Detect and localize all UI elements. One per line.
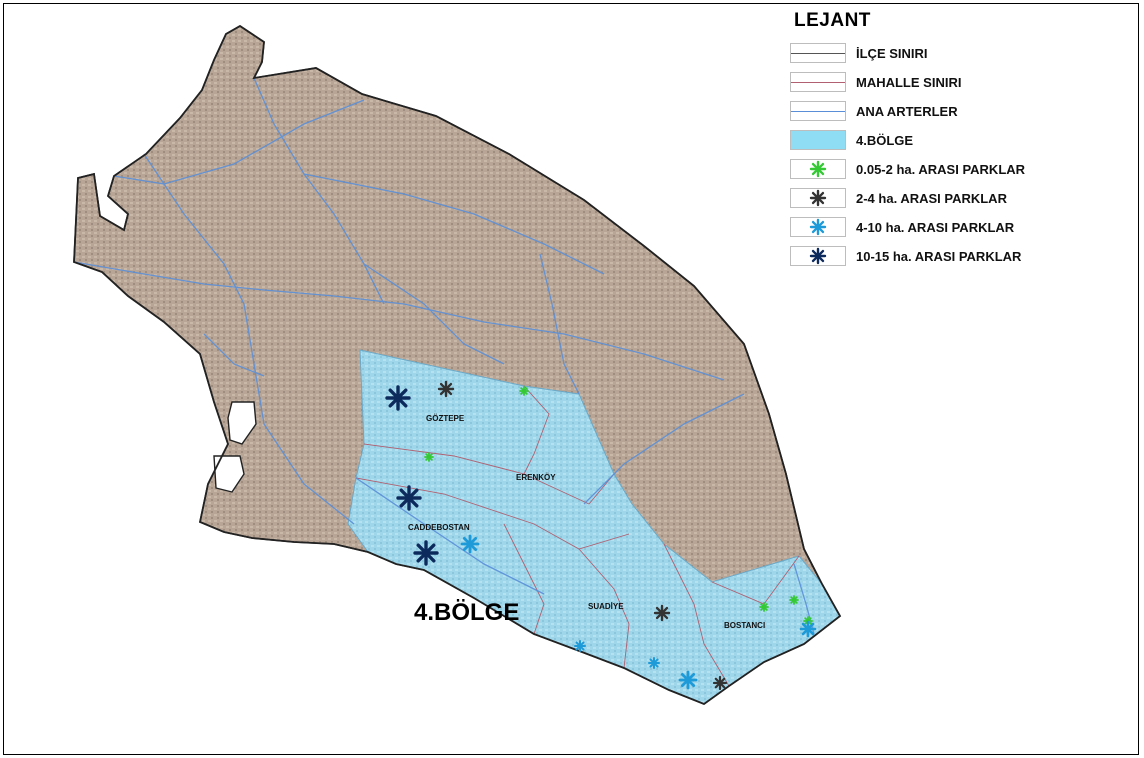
- legend-fill-swatch: [790, 130, 846, 150]
- legend-item: İLÇE SINIRI: [790, 40, 1120, 66]
- park-marker: [678, 670, 698, 690]
- district-map: [73, 24, 842, 706]
- park-marker: [437, 380, 455, 398]
- neighborhood-label-erenkoy: ERENKÖY: [516, 473, 556, 482]
- neighborhood-label-caddebostan: CADDEBOSTAN: [408, 523, 470, 532]
- park-marker: [653, 604, 671, 622]
- park-marker: [413, 540, 439, 566]
- asterisk-icon: [790, 217, 846, 237]
- legend-title: LEJANT: [794, 10, 871, 31]
- legend-line-swatch: [790, 72, 846, 92]
- park-marker: [789, 595, 799, 605]
- map-frame: GÖZTEPE ERENKÖY CADDEBOSTAN SUADİYE BOST…: [3, 3, 1139, 755]
- legend-item: 4-10 ha. ARASI PARKLAR: [790, 214, 1120, 240]
- park-marker: [385, 385, 411, 411]
- park-marker: [460, 534, 480, 554]
- legend-item: ANA ARTERLER: [790, 98, 1120, 124]
- legend-label: 4.BÖLGE: [856, 132, 914, 148]
- park-marker: [799, 620, 817, 638]
- district-border: [73, 24, 842, 706]
- legend-label: 0.05-2 ha. ARASI PARKLAR: [856, 161, 1026, 177]
- legend-label: 2-4 ha. ARASI PARKLAR: [856, 190, 1007, 206]
- legend-rows: İLÇE SINIRI MAHALLE SINIRI ANA ARTERLER 4.B…: [790, 40, 1120, 269]
- legend-label: 4-10 ha. ARASI PARKLAR: [856, 219, 1015, 235]
- park-marker: [574, 640, 586, 652]
- legend: LEJANT İLÇE SINIRI MAHALLE SINIRI ANA ARTE…: [790, 10, 1120, 272]
- legend-label: İLÇE SINIRI: [856, 45, 928, 61]
- legend-item: 2-4 ha. ARASI PARKLAR: [790, 185, 1120, 211]
- legend-item: 0.05-2 ha. ARASI PARKLAR: [790, 156, 1120, 182]
- main-arteries: [73, 77, 815, 635]
- legend-line-swatch: [790, 101, 846, 121]
- asterisk-icon: [790, 188, 846, 208]
- asterisk-icon: [790, 246, 846, 266]
- neighborhood-label-bostanci: BOSTANCI: [724, 621, 766, 630]
- legend-line-swatch: [790, 43, 846, 63]
- legend-item: MAHALLE SINIRI: [790, 69, 1120, 95]
- park-markers: [385, 380, 817, 691]
- neighborhood-label-goztepe: GÖZTEPE: [426, 414, 465, 423]
- park-marker: [712, 675, 728, 691]
- park-marker: [396, 485, 422, 511]
- legend-item: 10-15 ha. ARASI PARKLAR: [790, 243, 1120, 269]
- park-marker: [759, 602, 769, 612]
- region-label: 4.BÖLGE: [414, 599, 520, 626]
- harbour-pier: [213, 401, 257, 493]
- legend-label: 10-15 ha. ARASI PARKLAR: [856, 248, 1022, 264]
- park-marker: [648, 657, 660, 669]
- park-marker: [424, 452, 434, 462]
- park-marker: [519, 386, 529, 396]
- legend-item: 4.BÖLGE: [790, 127, 1120, 153]
- neighborhood-label-suadiye: SUADİYE: [588, 602, 624, 611]
- asterisk-icon: [790, 159, 846, 179]
- legend-label: MAHALLE SINIRI: [856, 74, 962, 90]
- legend-label: ANA ARTERLER: [856, 103, 958, 119]
